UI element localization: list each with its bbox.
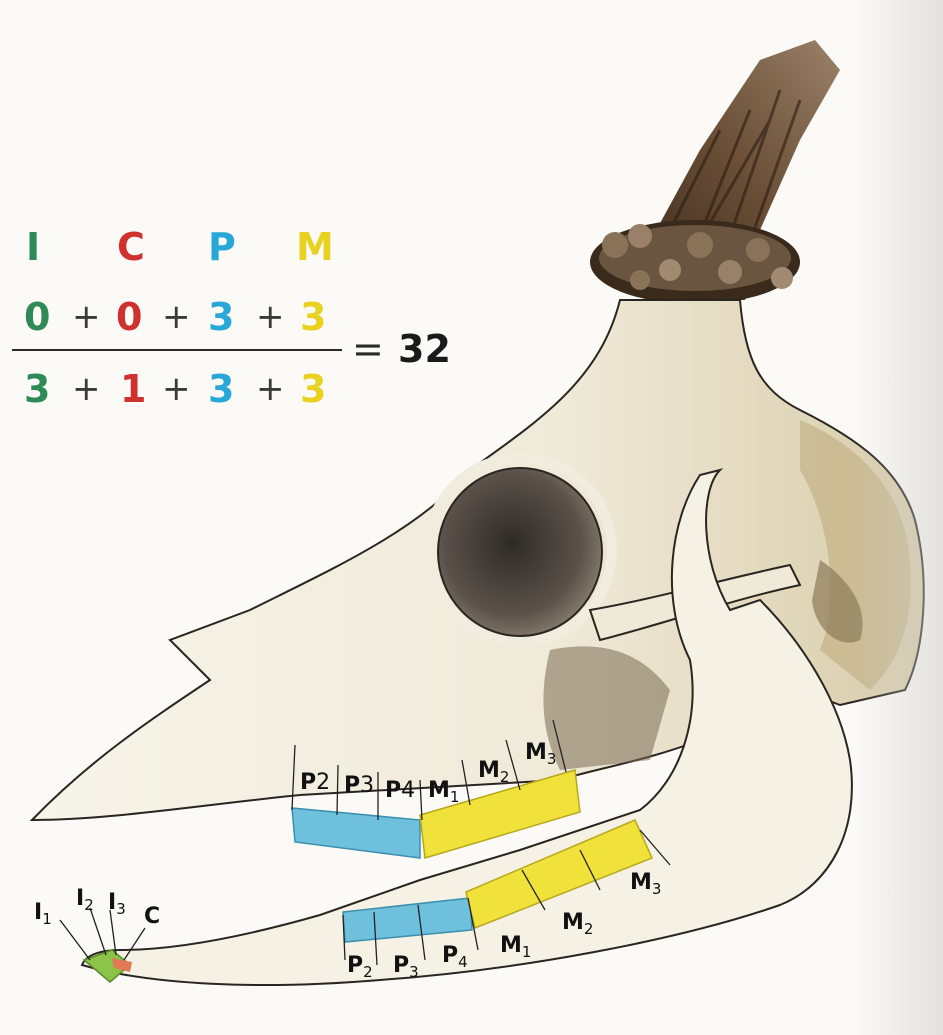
label-lower-m2: M2 (562, 912, 593, 937)
label-sub: 1 (522, 943, 532, 961)
label-main: P (347, 953, 363, 978)
label-main: C (144, 904, 160, 929)
label-lower-m1: M1 (500, 935, 531, 960)
label-lower-p4: P4 (442, 945, 468, 970)
label-main: P (393, 953, 409, 978)
label-sub: 3 (652, 880, 662, 898)
label-sub: 3 (360, 773, 374, 798)
label-sub: 3 (116, 900, 126, 918)
label-lower-i1: I1 (34, 902, 52, 927)
label-lower-c: C (144, 906, 160, 928)
label-lower-p3: P3 (393, 955, 419, 980)
label-sub: 2 (500, 768, 510, 786)
label-main: M (428, 778, 450, 803)
label-main: P (300, 770, 316, 795)
label-upper-p2: P2 (300, 772, 330, 794)
label-main: P (442, 943, 458, 968)
label-sub: 1 (42, 910, 52, 928)
label-lower-i3: I3 (108, 892, 126, 917)
label-main: P (385, 778, 401, 803)
label-sub: 1 (450, 788, 460, 806)
label-sub: 4 (458, 953, 468, 971)
label-main: M (500, 933, 522, 958)
label-sub: 2 (363, 963, 373, 981)
label-main: M (562, 910, 584, 935)
upper-premolars (292, 808, 420, 858)
label-lower-m3: M3 (630, 872, 661, 897)
label-lower-i2: I2 (76, 888, 94, 913)
label-sub: 4 (401, 778, 415, 803)
label-upper-p4: P4 (385, 780, 415, 802)
label-main: M (630, 870, 652, 895)
label-main: P (344, 773, 360, 798)
label-sub: 3 (547, 750, 557, 768)
label-sub: 2 (316, 770, 330, 795)
label-upper-m3: M3 (525, 742, 556, 767)
label-main: M (478, 758, 500, 783)
label-sub: 3 (409, 963, 419, 981)
label-upper-p3: P3 (344, 775, 374, 797)
antler-burr (590, 220, 800, 304)
label-main: M (525, 740, 547, 765)
label-sub: 2 (584, 920, 594, 938)
label-main: I (108, 890, 116, 915)
label-main: I (34, 900, 42, 925)
orbit (428, 458, 612, 642)
label-sub: 2 (84, 896, 94, 914)
page-edge-shadow (853, 0, 943, 1035)
label-main: I (76, 886, 84, 911)
label-upper-m1: M1 (428, 780, 459, 805)
label-lower-p2: P2 (347, 955, 373, 980)
label-upper-m2: M2 (478, 760, 509, 785)
